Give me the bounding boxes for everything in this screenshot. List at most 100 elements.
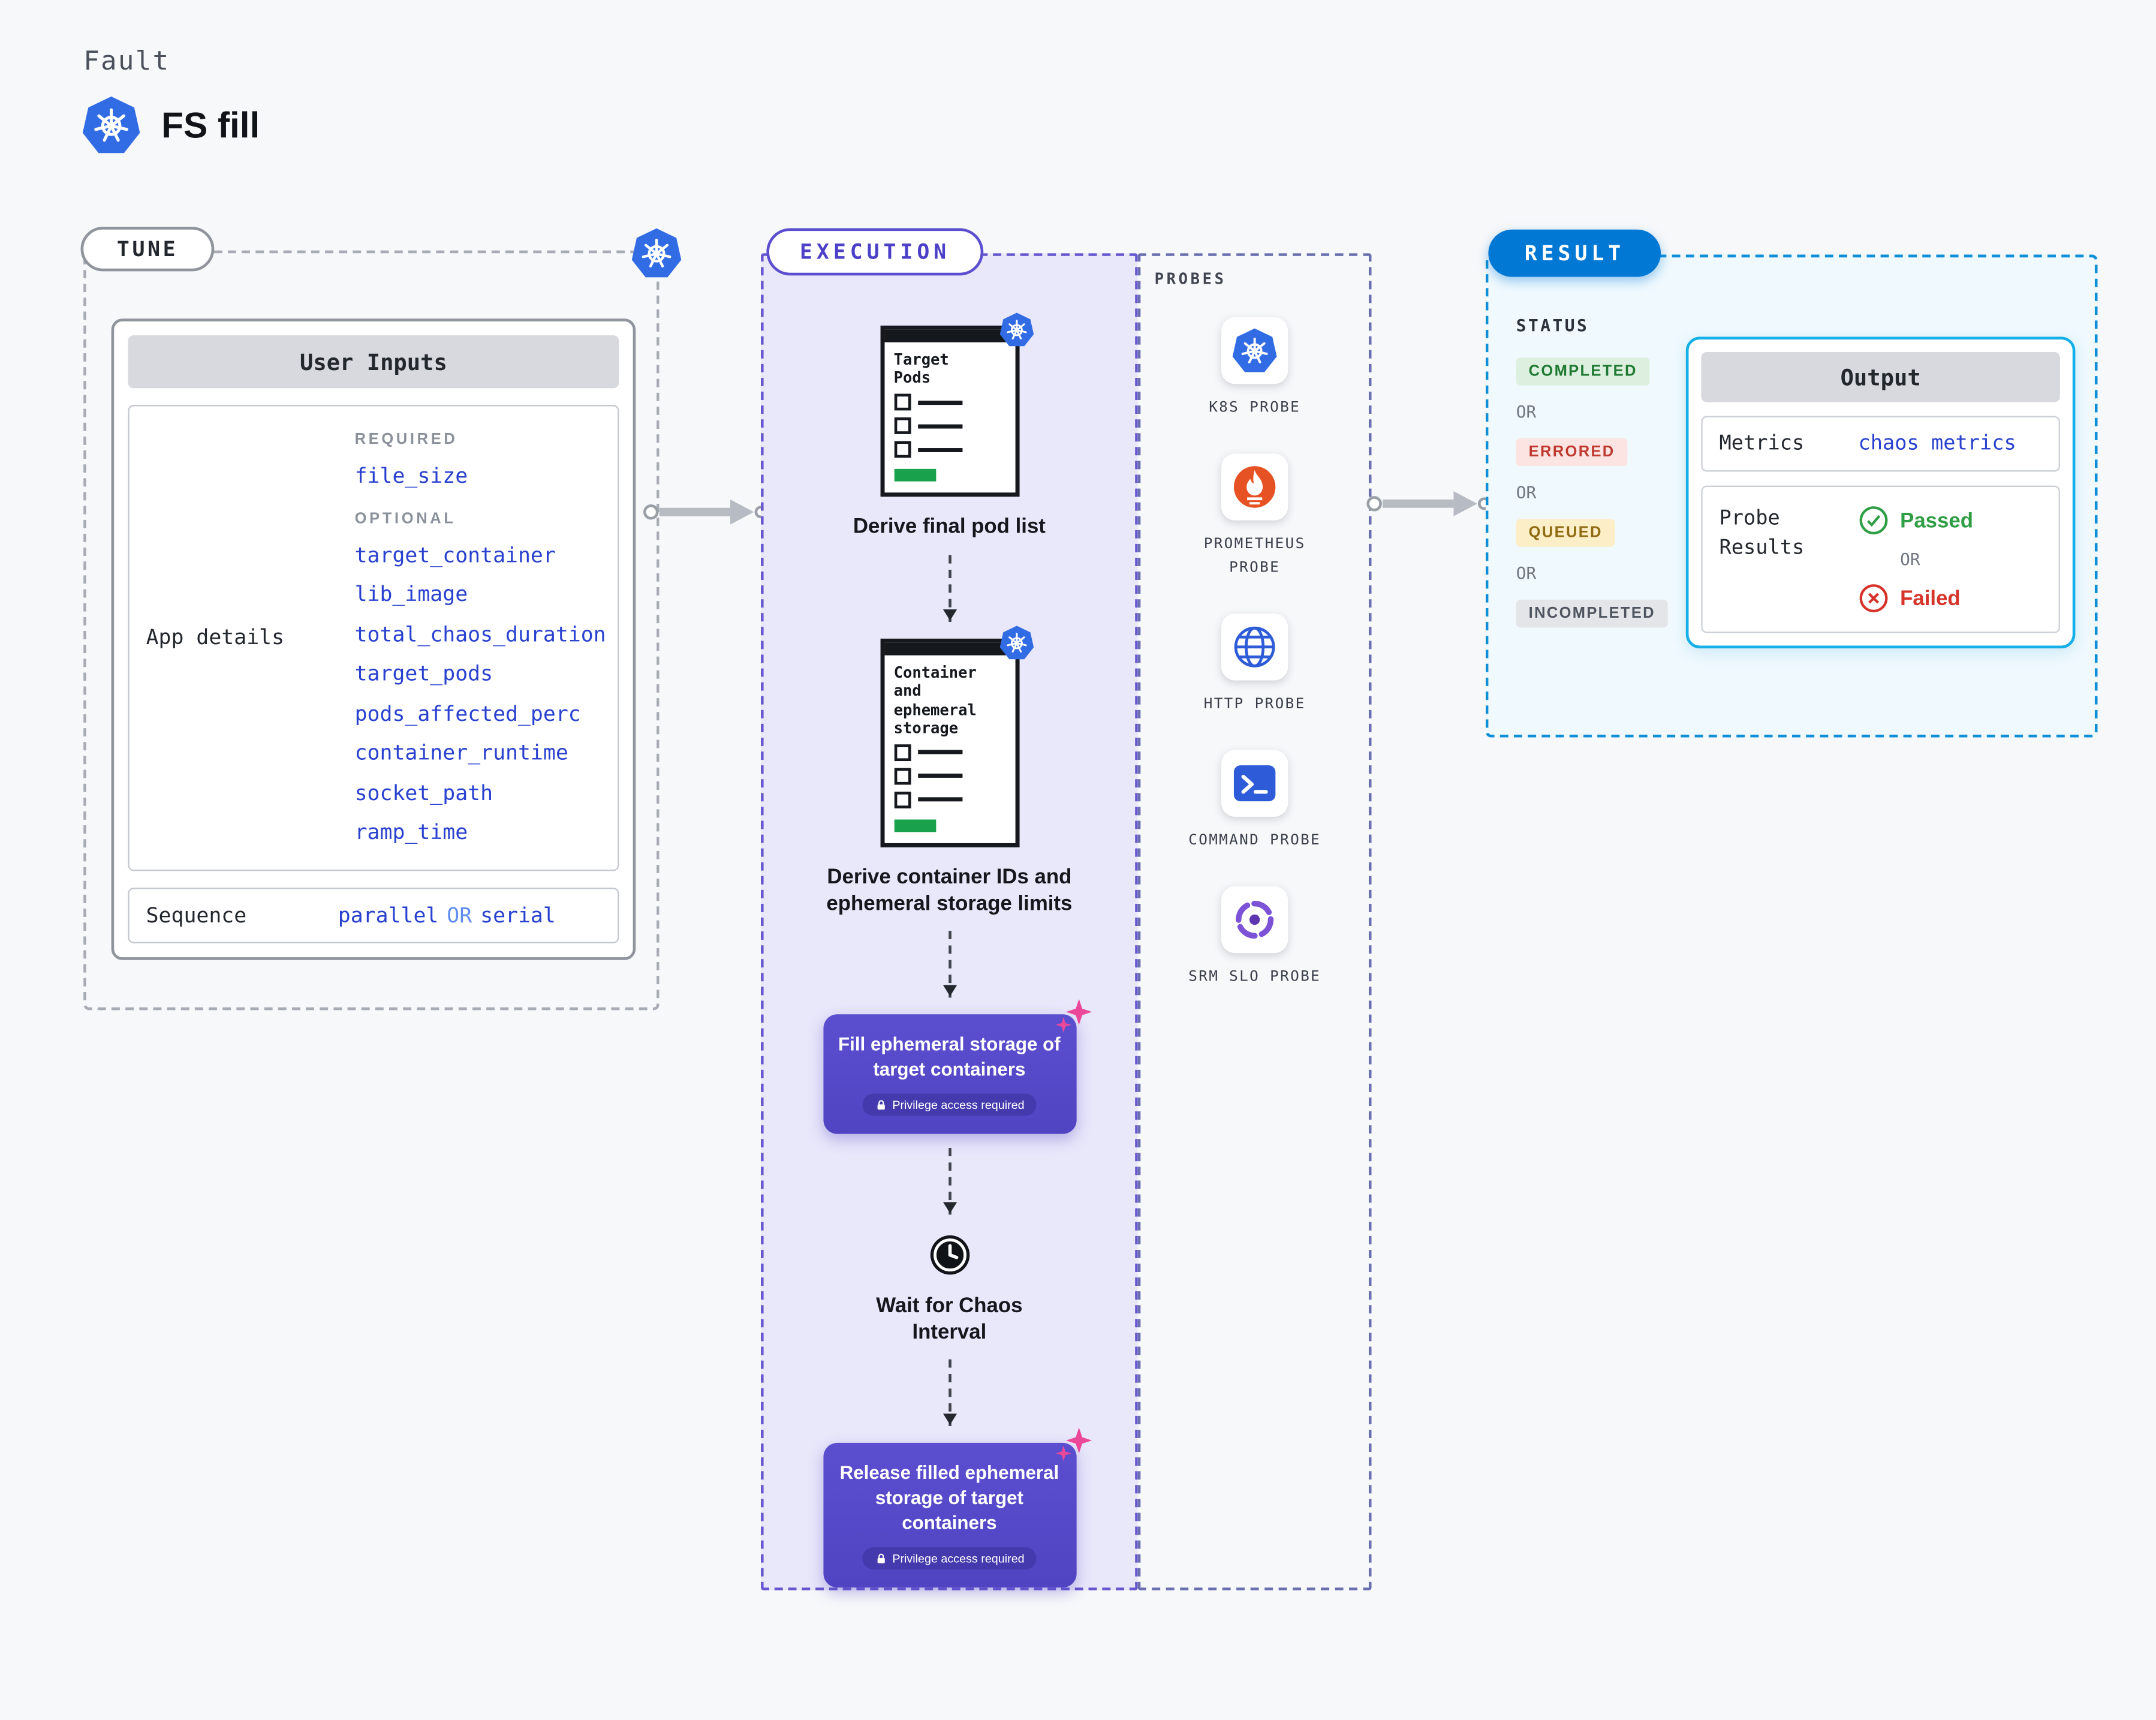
status-badge: COMPLETED: [1516, 357, 1650, 386]
lock-icon: [877, 1553, 884, 1563]
kubernetes-icon: [1231, 327, 1278, 374]
tune-section: TUNE User Inputs App details REQUIRED fi…: [80, 227, 659, 1011]
doc-checklist-item: [893, 744, 1005, 761]
privilege-label: Privilege access required: [892, 1098, 1025, 1112]
flow-connector: [942, 931, 956, 999]
metrics-row: Metrics chaos metrics: [1701, 416, 2060, 472]
prometheus-icon: [1233, 466, 1276, 509]
status-badge: ERRORED: [1516, 438, 1628, 467]
tune-field: pods_affected_perc: [354, 700, 581, 726]
probe-results-row: Probe Results Passed OR Failed: [1701, 485, 2060, 633]
output-title: Output: [1701, 351, 2060, 402]
execution-section: EXECUTION Target Pods Derive final pod l…: [761, 228, 1138, 1590]
kubernetes-icon: [998, 625, 1034, 661]
status-label: STATUS: [1516, 315, 1589, 336]
probe-list: K8S PROBE PROMETHEUS PROBE: [1140, 256, 1368, 989]
passed-row: Passed: [1859, 505, 1974, 536]
doc-checklist-item: [893, 768, 1005, 785]
output-card: Output Metrics chaos metrics Probe Resul…: [1685, 336, 2076, 649]
terminal-icon: [1233, 765, 1276, 802]
passed-label: Passed: [1900, 508, 1974, 533]
probe-command: COMMAND PROBE: [1182, 750, 1327, 852]
privilege-badge: Privilege access required: [862, 1547, 1037, 1570]
x-circle-icon: [1859, 584, 1888, 612]
or-separator: OR: [1516, 483, 1537, 503]
probe-srm-slo: SRM SLO PROBE: [1182, 886, 1327, 989]
required-label: REQUIRED: [354, 431, 458, 449]
inputs-table: App details REQUIRED file_size OPTIONAL …: [128, 405, 619, 871]
failed-row: Failed: [1859, 583, 1974, 614]
container-storage-doc: Container and ephemeral storage: [880, 625, 1034, 847]
sequence-option: serial: [480, 902, 556, 928]
privilege-label: Privilege access required: [892, 1551, 1025, 1566]
sparkle-icon: [1055, 999, 1092, 1033]
progress-bar: [893, 469, 936, 482]
status-badge: INCOMPLETED: [1516, 599, 1668, 628]
probe-icon-card: [1221, 317, 1288, 384]
slo-ring-icon: [1236, 901, 1274, 939]
tune-field: ramp_time: [354, 819, 468, 845]
privilege-badge: Privilege access required: [862, 1094, 1037, 1117]
action-label: Release filled ephemeral storage of targ…: [839, 1463, 1059, 1533]
probe-label: PROMETHEUS PROBE: [1203, 536, 1306, 576]
globe-icon: [1234, 626, 1275, 667]
sparkle-icon: [1055, 1428, 1092, 1462]
progress-bar: [893, 819, 936, 832]
metrics-label: Metrics: [1719, 432, 1805, 455]
probe-label: COMMAND PROBE: [1188, 832, 1321, 849]
probe-icon-card: [1221, 750, 1288, 817]
doc-checklist-item: [893, 394, 1005, 411]
kubernetes-icon: [81, 95, 142, 156]
tune-field: target_container: [354, 542, 556, 567]
flow-arrow: [643, 499, 767, 525]
result-label: RESULT: [1488, 229, 1661, 277]
kubernetes-icon: [998, 311, 1034, 347]
probe-icon-card: [1221, 613, 1288, 681]
result-section: RESULT STATUS COMPLETED OR ERRORED OR QU…: [1485, 229, 2098, 738]
probe-prometheus: PROMETHEUS PROBE: [1182, 453, 1327, 579]
probes-section: PROBES K8S PROBE PROMETHEUS PROBE: [1137, 253, 1372, 1590]
release-storage-action: Release filled ephemeral storage of targ…: [823, 1428, 1092, 1587]
target-pods-doc: Target Pods: [880, 311, 1034, 498]
step-caption: Wait for Chaos Interval: [876, 1294, 1023, 1344]
page-title: FS fill: [161, 103, 260, 146]
probes-label: PROBES: [1154, 270, 1227, 288]
user-inputs-card: User Inputs App details REQUIRED file_si…: [111, 318, 636, 960]
probe-label: SRM SLO PROBE: [1188, 969, 1321, 986]
probe-label: HTTP PROBE: [1203, 695, 1306, 712]
flow-connector: [942, 1147, 956, 1215]
doc-checklist-item: [893, 441, 1005, 459]
tune-field: file_size: [354, 463, 468, 489]
optional-label: OPTIONAL: [354, 510, 456, 527]
metrics-value: chaos metrics: [1858, 432, 2016, 455]
kubernetes-icon: [630, 227, 683, 279]
status-badge: QUEUED: [1516, 519, 1615, 547]
check-circle-icon: [1859, 506, 1888, 535]
probe-k8s: K8S PROBE: [1182, 317, 1327, 419]
tune-field: target_pods: [354, 661, 493, 686]
execution-label: EXECUTION: [766, 228, 984, 276]
tune-field: total_chaos_duration: [354, 621, 606, 646]
app-details-label: App details: [146, 625, 285, 651]
flow-connector: [942, 1360, 956, 1427]
user-inputs-title: User Inputs: [128, 335, 619, 389]
status-column: STATUS COMPLETED OR ERRORED OR QUEUED OR…: [1516, 316, 1668, 628]
sequence-option: parallel: [338, 902, 439, 928]
lock-icon: [877, 1100, 884, 1110]
flow-connector: [942, 555, 956, 623]
doc-checklist-item: [893, 417, 1005, 435]
fill-storage-action: Fill ephemeral storage of target contain…: [823, 999, 1092, 1134]
tune-field: container_runtime: [354, 740, 568, 765]
or-separator: OR: [1516, 402, 1537, 422]
doc-checklist-item: [893, 791, 1005, 808]
inputs-fields: REQUIRED file_size OPTIONAL target_conta…: [338, 406, 618, 868]
doc-title: Container and ephemeral storage: [893, 663, 977, 737]
sequence-or: OR: [447, 902, 472, 928]
or-separator: OR: [1900, 549, 1920, 569]
probe-label: K8S PROBE: [1209, 399, 1301, 416]
failed-label: Failed: [1900, 586, 1961, 611]
doc-title: Target Pods: [893, 350, 949, 387]
sequence-value: parallel OR serial: [338, 903, 556, 928]
probe-icon-card: [1221, 453, 1288, 521]
